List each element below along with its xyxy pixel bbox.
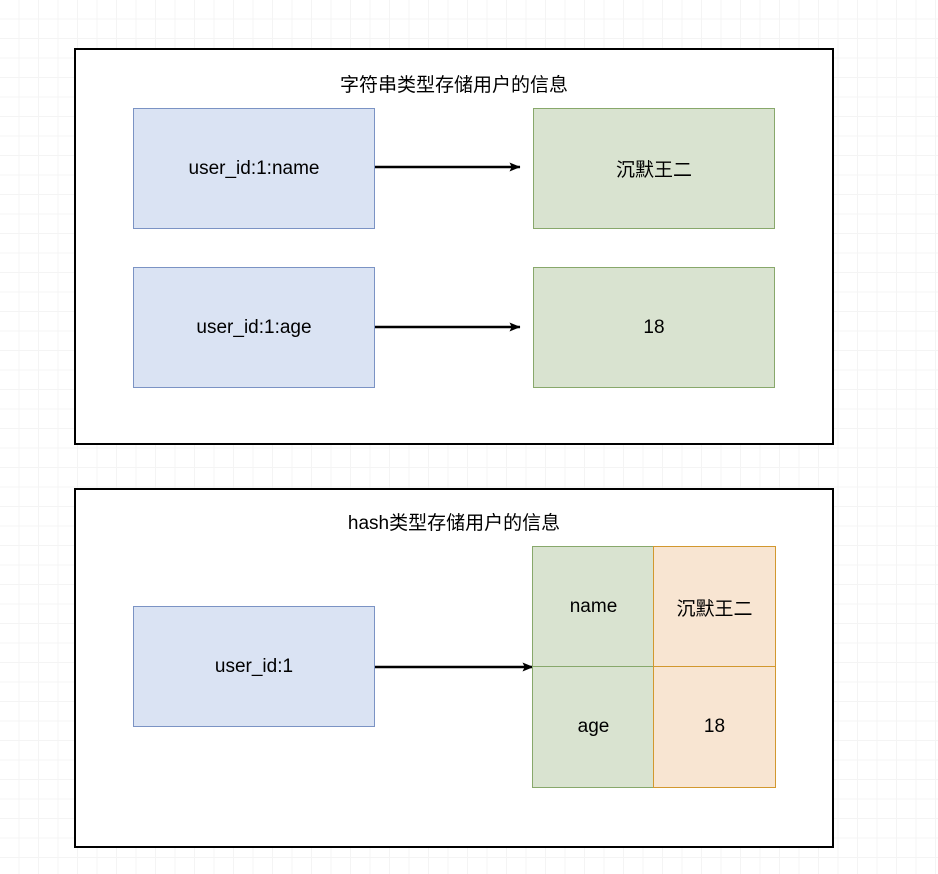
cell-label: age [577, 716, 610, 737]
node-value-name: 沉默王二 [533, 108, 775, 229]
node-key-user-id-1-name: user_id:1:name [133, 108, 375, 229]
panel-string-title: 字符串类型存储用户的信息 [339, 75, 568, 96]
arrow-name-key-to-value [375, 162, 521, 172]
hash-field-name: name [532, 546, 655, 668]
node-label: user_id:1:age [196, 316, 312, 338]
node-key-user-id-1: user_id:1 [133, 606, 375, 727]
arrow-age-key-to-value [375, 322, 521, 332]
hash-value-name: 沉默王二 [653, 546, 776, 668]
cell-label: 沉默王二 [676, 598, 753, 620]
node-label: user_id:1:name [188, 157, 320, 179]
panel-hash-title: hash类型存储用户的信息 [347, 513, 561, 534]
hash-field-table: name 沉默王二 age 18 [532, 546, 776, 788]
node-value-age: 18 [533, 267, 775, 388]
cell-label: name [569, 596, 618, 617]
node-label: user_id:1 [214, 655, 294, 677]
hash-value-age: 18 [653, 666, 776, 788]
hash-field-age: age [532, 666, 655, 788]
cell-label: 18 [703, 716, 726, 737]
node-label: 沉默王二 [615, 160, 692, 181]
node-label: 18 [643, 316, 665, 338]
arrow-hash-key-to-table [375, 662, 534, 672]
node-key-user-id-1-age: user_id:1:age [133, 267, 375, 388]
